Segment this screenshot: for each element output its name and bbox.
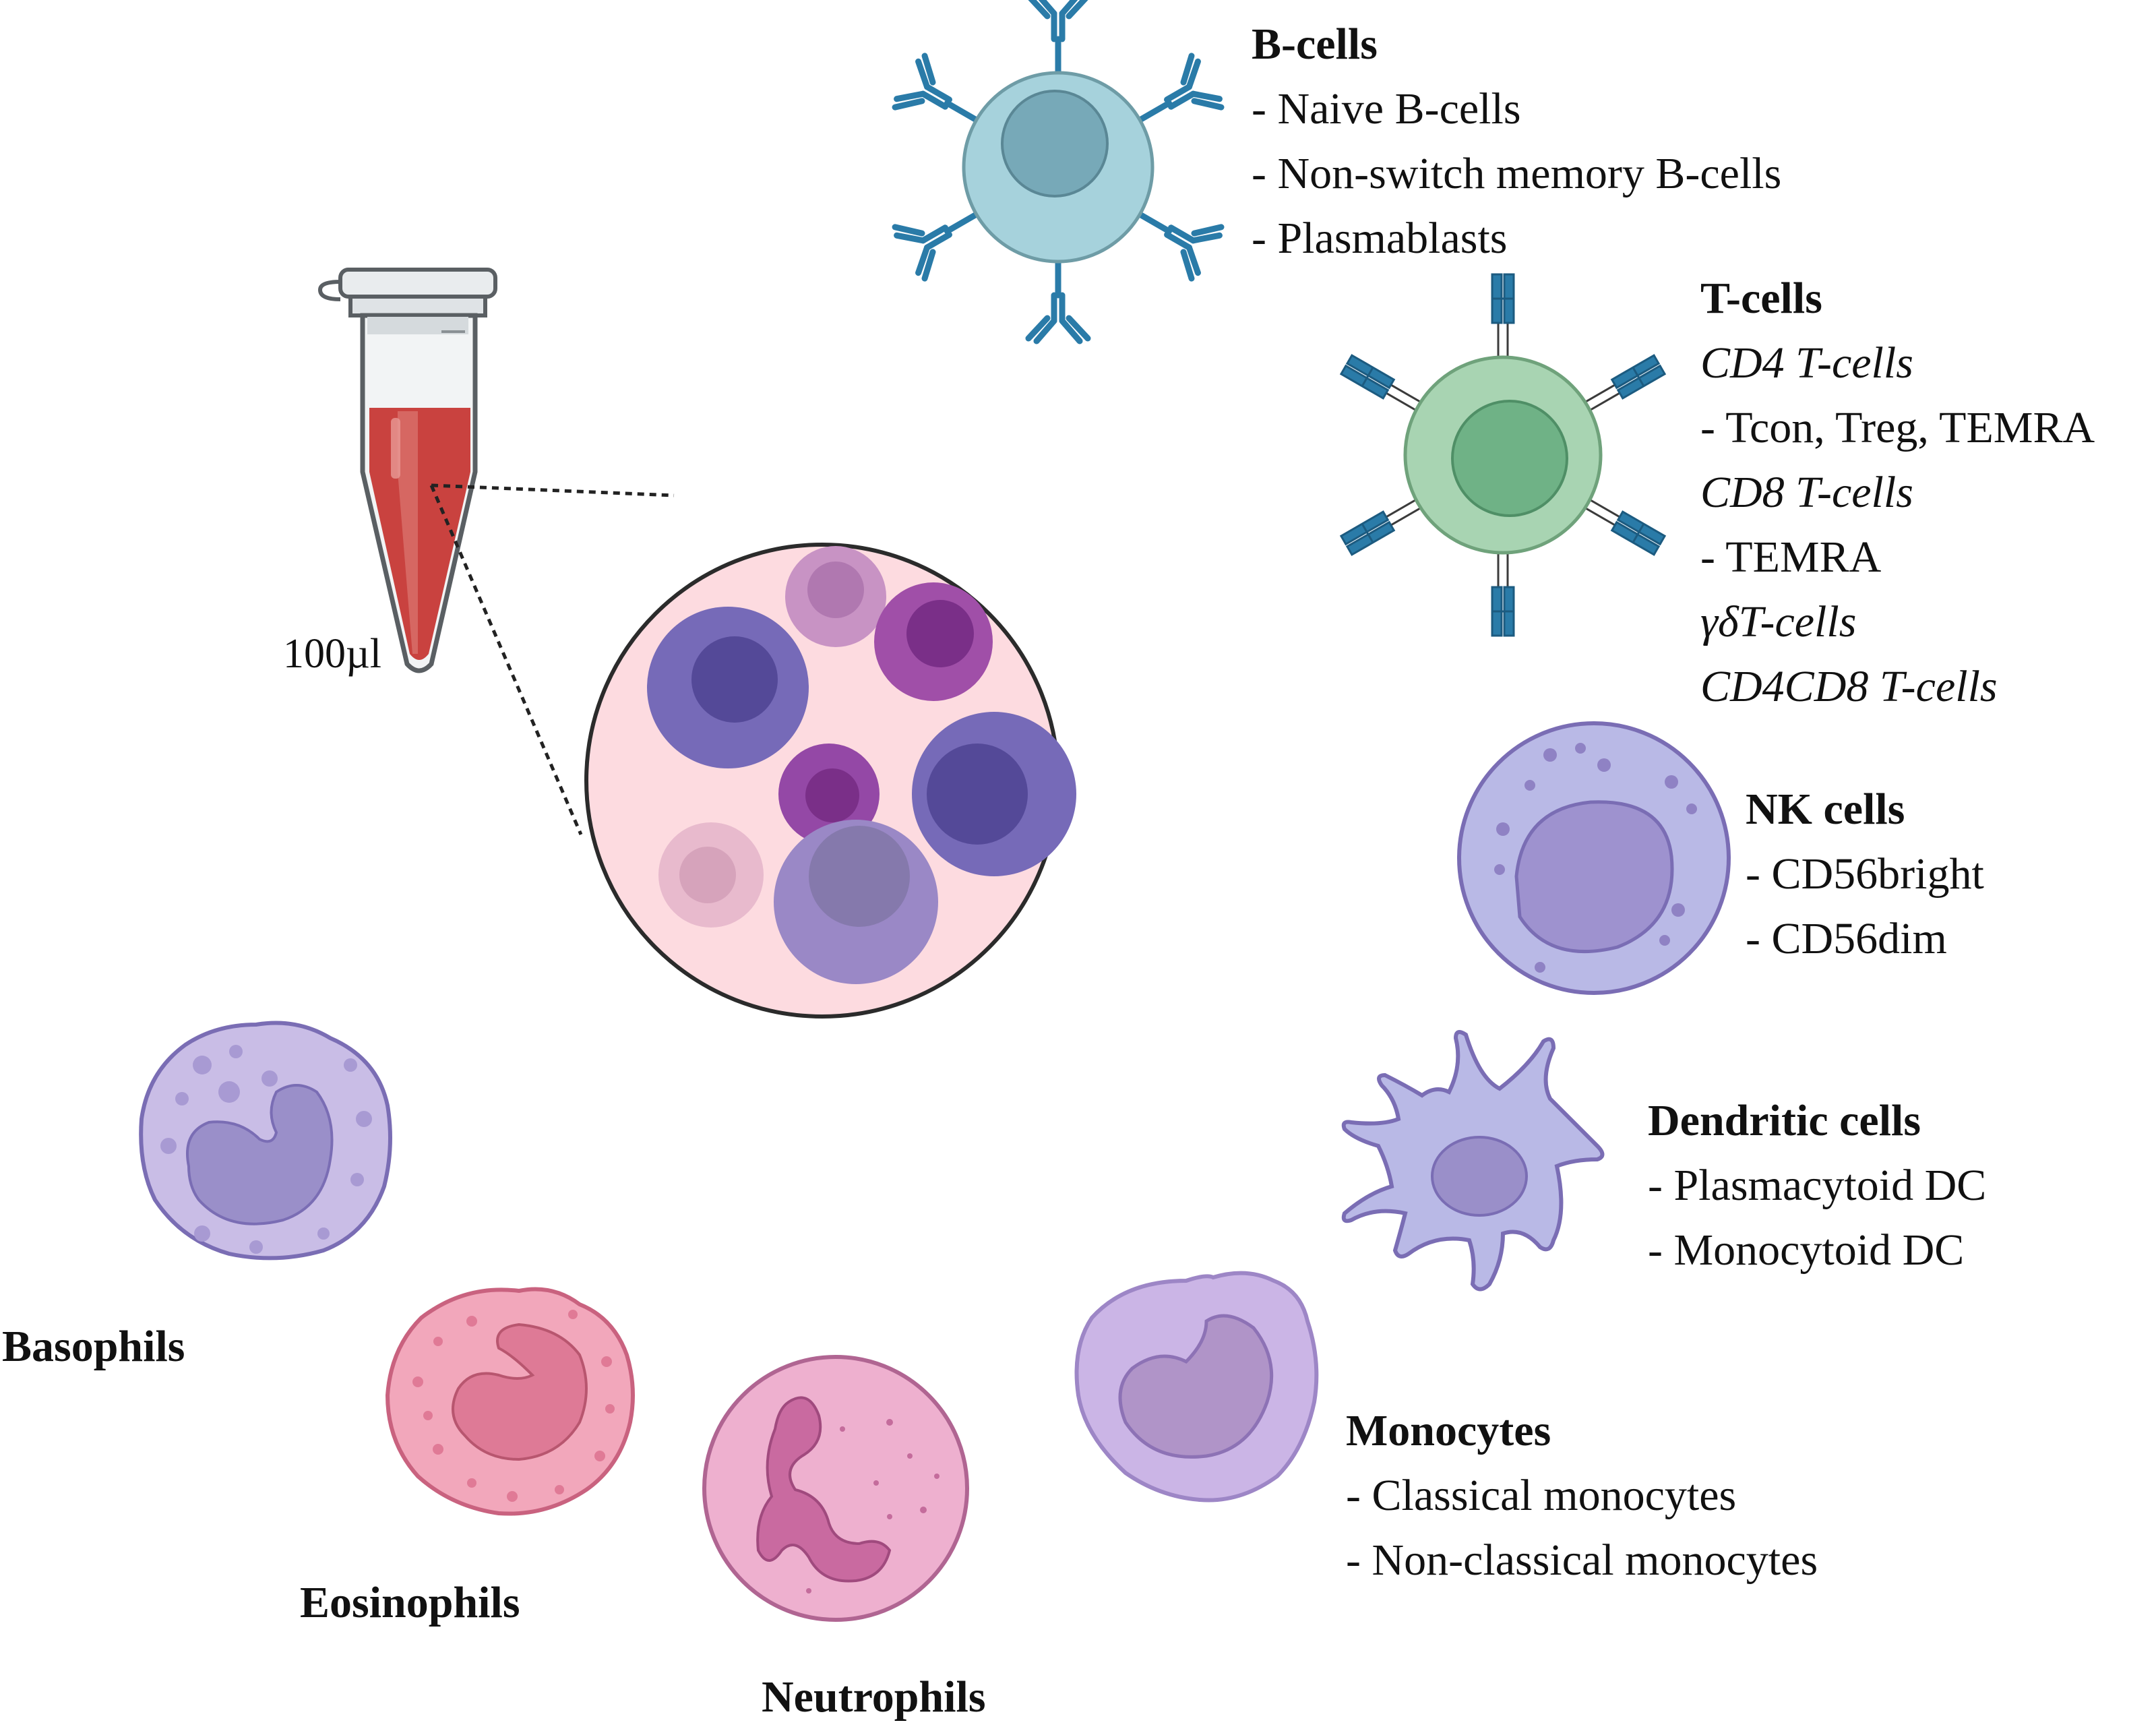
monocytes-item: - Non-classical monocytes	[1346, 1536, 1818, 1585]
monocytes-item: - Classical monocytes	[1346, 1471, 1737, 1520]
basophils-label: Basophils	[2, 1322, 185, 1371]
zoom-lines	[429, 483, 675, 835]
neutrophils-label: Neutrophils	[762, 1672, 986, 1722]
sample-tube-icon: 100µl	[283, 268, 497, 677]
monocytes-title: Monocytes	[1346, 1406, 1551, 1455]
t-cells-subset: CD8 T-cells	[1700, 468, 1913, 517]
b-cells-item: - Naive B-cells	[1252, 84, 1521, 133]
dendritic-label-block: Dendritic cells - Plasmacytoid DC - Mono…	[1648, 1095, 1986, 1276]
b-cells-title: B-cells	[1252, 20, 1378, 69]
neutrophil-icon	[702, 1355, 969, 1622]
b-cells-label-block: B-cells - Naive B-cells - Non-switch mem…	[1252, 19, 1781, 264]
nk-cells-title: NK cells	[1746, 785, 1905, 834]
nk-cells-label-block: NK cells - CD56bright - CD56dim	[1746, 784, 1984, 965]
monocytes-label-block: Monocytes - Classical monocytes - Non-cl…	[1346, 1405, 1818, 1586]
t-cells-subset: γδT-cells	[1700, 597, 1857, 646]
b-cells-item: - Plasmablasts	[1252, 214, 1508, 263]
tube-volume-label: 100µl	[283, 631, 381, 677]
t-cells-subset: CD4CD8 T-cells	[1700, 662, 1998, 711]
basophil-icon	[139, 1021, 392, 1261]
monocyte-icon	[1074, 1271, 1319, 1503]
t-cells-subset: CD4 T-cells	[1700, 338, 1913, 388]
zoomed-blood-sample	[584, 543, 1076, 1019]
dendritic-item: - Plasmacytoid DC	[1648, 1161, 1987, 1210]
b-cell-icon	[893, 0, 1224, 341]
t-cells-item: - Tcon, Treg, TEMRA	[1700, 403, 2095, 452]
b-cells-item: - Non-switch memory B-cells	[1252, 149, 1782, 198]
eosinophil-icon	[385, 1287, 635, 1516]
dendritic-cell-icon	[1341, 1030, 1605, 1292]
t-cells-item: - TEMRA	[1700, 533, 1882, 582]
eosinophils-label: Eosinophils	[300, 1578, 520, 1627]
t-cells-label-block: T-cells CD4 T-cells - Tcon, Treg, TEMRA …	[1700, 273, 2095, 712]
t-cell-icon	[1340, 273, 1666, 637]
dendritic-item: - Monocytoid DC	[1648, 1225, 1965, 1275]
nk-cells-item: - CD56bright	[1746, 849, 1984, 899]
dendritic-title: Dendritic cells	[1648, 1096, 1921, 1145]
nk-cells-item: - CD56dim	[1746, 914, 1947, 963]
t-cells-title: T-cells	[1700, 274, 1822, 323]
nk-cell-icon	[1457, 721, 1731, 995]
